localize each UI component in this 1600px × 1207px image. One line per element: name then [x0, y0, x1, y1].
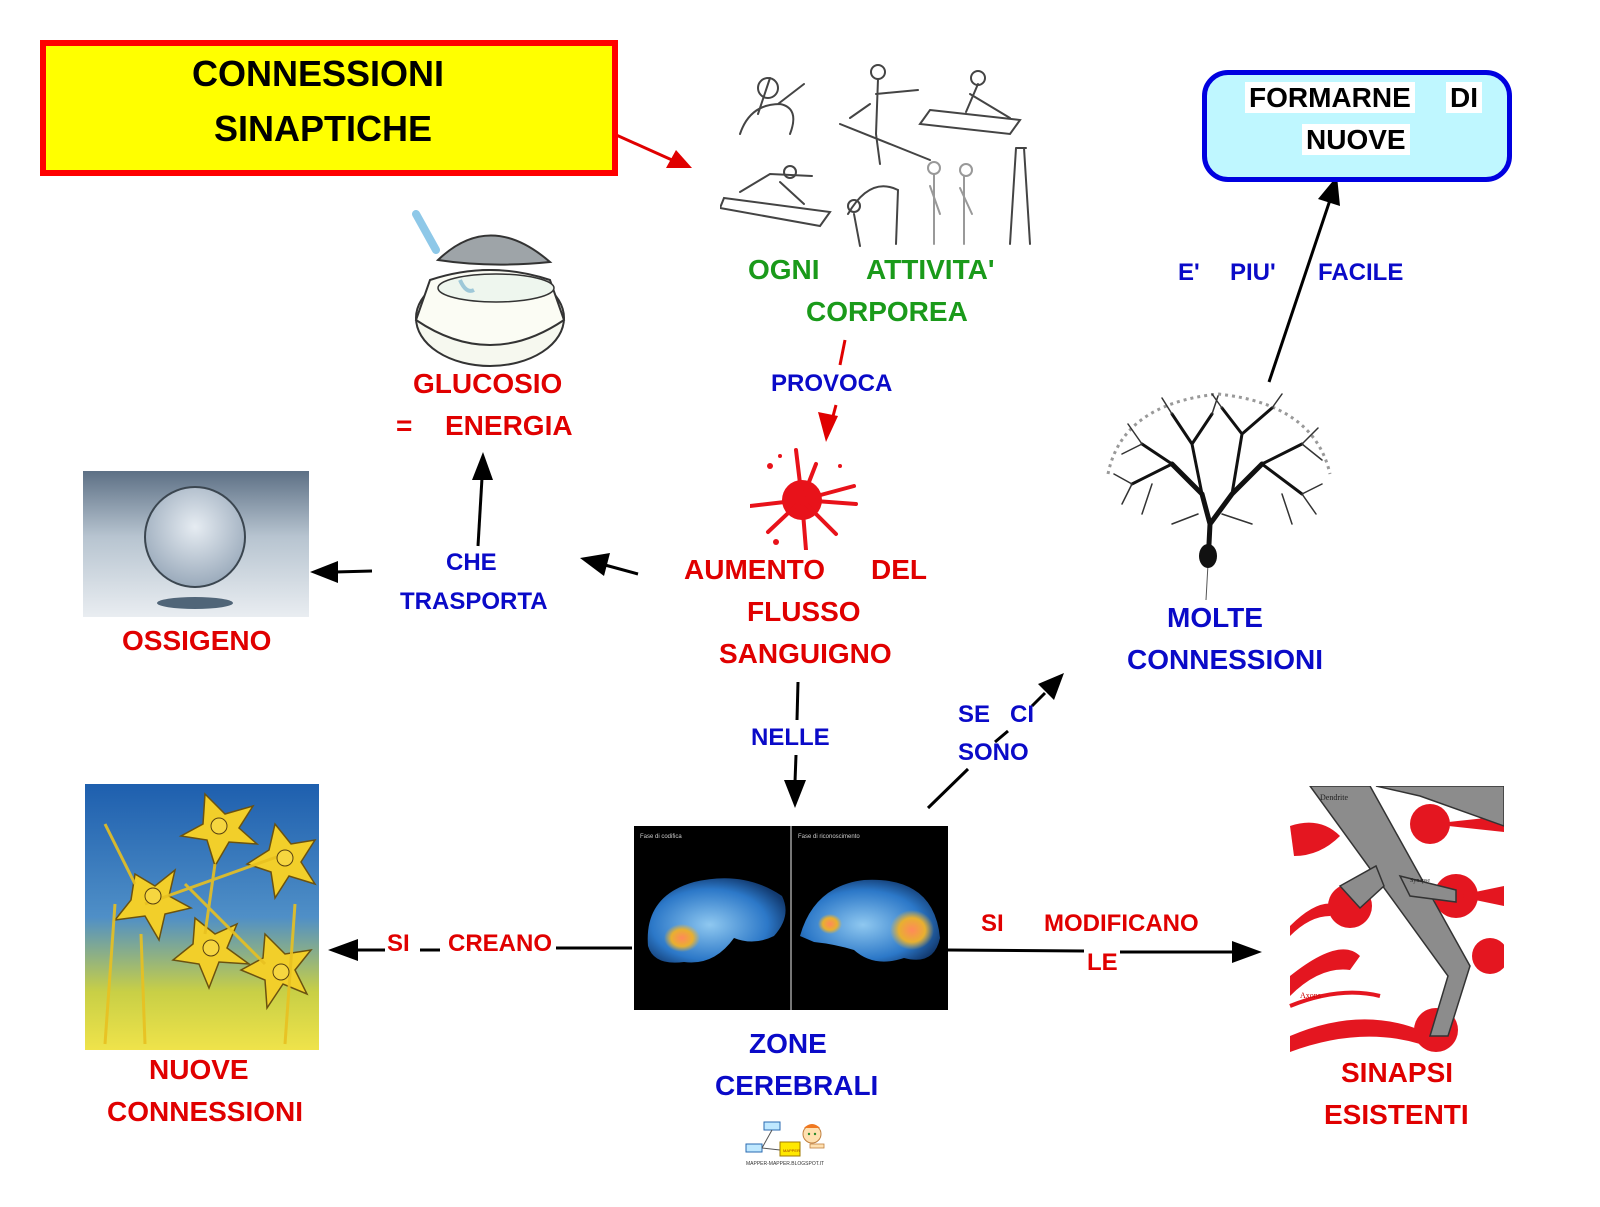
happy-neurons-image [85, 784, 319, 1050]
axon-caption: Axons [1300, 991, 1321, 1000]
link-label-facile: FACILE [1318, 259, 1404, 286]
arrow-provoca [818, 339, 847, 442]
link-label-modificano: MODIFICANO [1044, 910, 1199, 937]
attivita-label-corporea: CORPOREA [806, 296, 968, 327]
link-label-creano: CREANO [448, 930, 553, 957]
formarne-nuove-word: NUOVE [1302, 124, 1410, 155]
zone-label: ZONE [749, 1028, 827, 1059]
brain-scan-image: Fase di codifica Fase di riconoscimento [634, 826, 948, 1010]
link-label-trasporta: TRASPORTA [400, 588, 548, 615]
glucosio-equals: = [396, 410, 413, 441]
link-label-si-modificano-si: SI [981, 910, 1004, 937]
arrow-e-piu-facile [1267, 176, 1340, 383]
flusso-label-del: DEL [871, 554, 927, 585]
link-label-le: LE [1087, 949, 1118, 976]
link-label-che: CHE [446, 549, 497, 576]
energia-label: ENERGIA [445, 410, 573, 441]
formarne-di-label: DI [1446, 82, 1482, 113]
synapse-diagram-image: Dendrite Axons Synapse [1280, 786, 1504, 1056]
esistenti-label: ESISTENTI [1324, 1099, 1469, 1130]
attivita-label-ogni: OGNI [748, 254, 820, 285]
link-label-piu: PIU' [1230, 259, 1276, 286]
dendrite-caption: Dendrite [1320, 793, 1348, 802]
synapse-caption: Synapse [1410, 878, 1430, 884]
link-label-se: SE [958, 701, 991, 728]
link-label-si-creano-si: SI [387, 930, 410, 957]
brain-panel-right: Fase di riconoscimento [798, 834, 940, 962]
water-bubble-image [83, 471, 309, 617]
sinapsi-label: SINAPSI [1341, 1057, 1454, 1088]
mapper-logo-icon: MAPPER [745, 1121, 825, 1157]
mapper-logo[interactable]: MAPPER MAPPER-MAPPER.BLOGSPOT.IT [744, 1118, 840, 1170]
arrow-si-modificano-le [947, 941, 1262, 963]
glucosio-label: GLUCOSIO [413, 368, 563, 399]
nuove-label: NUOVE [149, 1054, 249, 1085]
brain-left-caption: Fase di codifica [640, 834, 682, 840]
arrow-nelle [784, 681, 806, 808]
title-box [40, 40, 618, 176]
brain-panel-left: Fase di codifica [640, 834, 786, 963]
arrow-si-creano [328, 939, 632, 961]
arrow-flusso-to-trasporta [580, 553, 639, 576]
formarne-nuove-label: NUOVE [1302, 124, 1410, 155]
link-label-e: E' [1178, 259, 1200, 286]
link-label-ci: CI [1010, 701, 1034, 728]
arrow-che-to-glucosio [472, 452, 493, 547]
brain-right-caption: Fase di riconoscimento [798, 834, 860, 840]
neuron-dendrite-tree-image [1102, 384, 1334, 600]
attivita-label-attivita: ATTIVITA' [866, 254, 995, 285]
formarne-word: FORMARNE [1245, 82, 1415, 113]
link-label-sono: SONO [958, 739, 1029, 766]
formarne-di-word: DI [1446, 82, 1482, 113]
ossigeno-label: OSSIGENO [122, 625, 272, 656]
flusso-label-aumento: AUMENTO [684, 554, 826, 585]
exercise-figures-image [720, 64, 1040, 254]
arrow-se-ci-sono [926, 673, 1064, 810]
link-label-nelle: NELLE [751, 724, 830, 751]
molte-label: MOLTE [1167, 602, 1263, 633]
blood-splatter-image [750, 446, 860, 550]
title-line-1: CONNESSIONI [192, 53, 445, 94]
arrow-title-to-attivita [613, 132, 692, 168]
arrow-trasporta-to-ossigeno [310, 561, 373, 583]
nuove-connessioni-label: CONNESSIONI [107, 1096, 304, 1127]
formarne-label: FORMARNE [1245, 82, 1415, 113]
cerebrali-label: CEREBRALI [715, 1070, 879, 1101]
molte-connessioni-label: CONNESSIONI [1127, 644, 1324, 675]
logo-url-text: MAPPER-MAPPER.BLOGSPOT.IT [746, 1161, 825, 1167]
flusso-label-sanguigno: SANGUIGNO [719, 638, 892, 669]
title-line-2: SINAPTICHE [214, 108, 433, 149]
link-label-provoca: PROVOCA [771, 370, 893, 397]
flusso-label-flusso: FLUSSO [747, 596, 861, 627]
logo-badge-text: MAPPER [783, 1148, 800, 1153]
sugar-bowl-image [410, 210, 570, 370]
